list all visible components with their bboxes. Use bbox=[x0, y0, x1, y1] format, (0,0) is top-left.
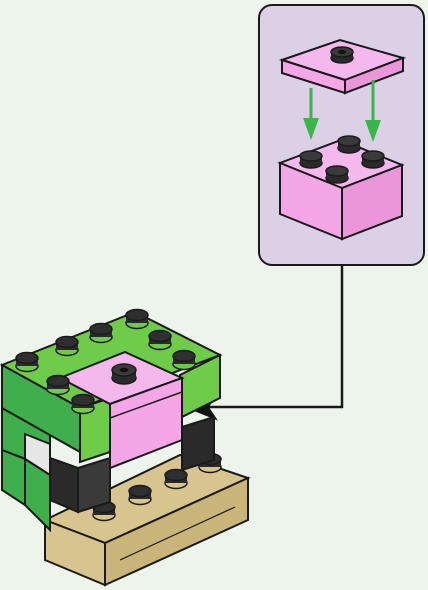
plate-stud bbox=[330, 46, 354, 64]
callout-connector-line bbox=[208, 266, 344, 409]
brick-stud bbox=[361, 150, 385, 169]
green-stud bbox=[125, 308, 149, 330]
tan-base-brick bbox=[42, 453, 251, 587]
left-side-column bbox=[0, 398, 215, 533]
green-stud bbox=[46, 374, 70, 396]
green-stud bbox=[89, 322, 113, 344]
green-stud bbox=[15, 351, 39, 373]
green-stud bbox=[71, 393, 95, 415]
down-arrow-icon bbox=[303, 88, 319, 140]
green-stud bbox=[148, 329, 172, 351]
tan-stud bbox=[128, 484, 152, 506]
brick-stud bbox=[325, 165, 349, 184]
placed-pink-brick bbox=[57, 350, 185, 470]
green-stud bbox=[55, 335, 79, 357]
pink-stud bbox=[111, 363, 137, 385]
brick-stud bbox=[337, 135, 361, 154]
green-stud bbox=[172, 349, 196, 371]
callout-pink-plate bbox=[278, 38, 407, 95]
assembled-model bbox=[0, 308, 251, 587]
callout-pink-brick bbox=[277, 135, 405, 241]
down-arrow-icon bbox=[365, 80, 381, 142]
brick-stud bbox=[299, 150, 323, 169]
tan-stud bbox=[164, 468, 188, 490]
